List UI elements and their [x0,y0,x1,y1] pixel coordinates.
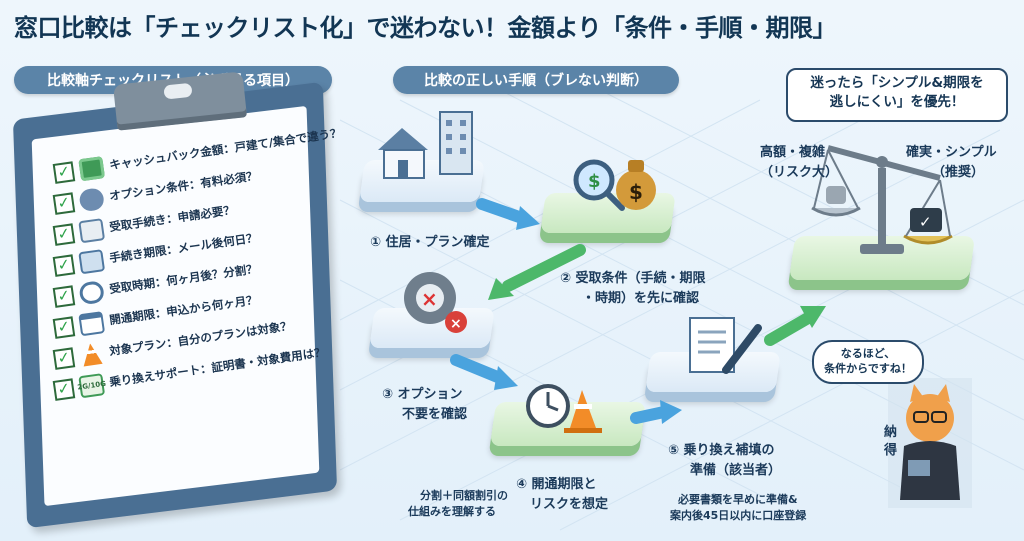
scale-right-label-line2: （推奨） [932,165,985,180]
mascot-badge-line2: 得 [884,443,898,458]
svg-text:×: × [421,287,438,311]
step4-note-line1: 分割＋同額割引の [420,489,508,502]
arrow-step1-to-2 [476,198,540,230]
mascot-bubble-line1: なるほど、 [840,347,896,360]
flow-header: 比較の正しい手順（ブレない判断） [393,66,679,94]
page-title: 窓口比較は「チェックリスト化」で迷わない！金額より「条件・手順・期限」 [14,14,837,42]
document-pen-icon [689,317,762,374]
svg-text:$: $ [588,171,601,192]
money-bag-icon: $ [616,160,656,210]
svg-text:$: $ [629,180,643,204]
balance-scale-icon: ✓ [811,145,953,254]
priority-bubble-line2: 逃しにくい」を優先！ [829,94,965,110]
step2-label-line1: ② 受取条件（手続・期限 [560,271,706,286]
step1-label: ① 住居・プラン確定 [370,235,490,250]
gear-cancel-icon: × × [404,272,467,333]
scale-left-label-line1: 高額・複雑 [760,145,826,160]
scale-right-label-line1: 確実・シンプル [906,145,997,160]
cat-mascot-icon [888,378,972,508]
building-icon [439,111,473,175]
svg-text:×: × [450,316,462,332]
arrow-step4-to-5 [630,400,682,424]
step4-note-line2: 仕組みを理解する [408,505,496,518]
step3-label-line1: ③ オプション [382,387,463,402]
mascot-badge-line1: 納 [884,425,898,440]
arrow-step5-to-scale [764,306,826,346]
arrow-step3-to-4 [450,354,518,390]
mascot-bubble-line2: 条件からですね！ [824,362,912,375]
step5-label-line2: 準備（該当者） [690,463,782,478]
step4-label-line2: リスクを想定 [530,497,609,512]
stopwatch-icon [526,384,570,428]
scale-left-label-line2: （リスク大） [760,165,839,180]
magnifier-money-icon: $ [573,159,625,211]
house-icon [378,128,428,179]
step5-label-line1: ⑤ 乗り換え補填の [668,443,775,458]
svg-text:✓: ✓ [919,213,932,231]
mascot-speech-bubble: なるほど、 条件からですね！ [812,340,924,384]
step5-note-line2: 案内後45日以内に口座登録 [670,509,807,522]
traffic-cone-icon [564,390,602,433]
step5-note-line1: 必要書類を早めに準備& [678,493,798,506]
priority-speech-bubble: 迷ったら「シンプル&期限を 逃しにくい」を優先！ [786,68,1008,122]
priority-bubble-line1: 迷ったら「シンプル&期限を [810,75,984,91]
arrow-step2-to-3 [488,244,586,300]
step2-label-line2: ・時期）を先に確認 [582,291,700,306]
step4-label-line1: ④ 開通期限と [516,477,597,492]
step3-label-line2: 不要を確認 [402,407,468,422]
